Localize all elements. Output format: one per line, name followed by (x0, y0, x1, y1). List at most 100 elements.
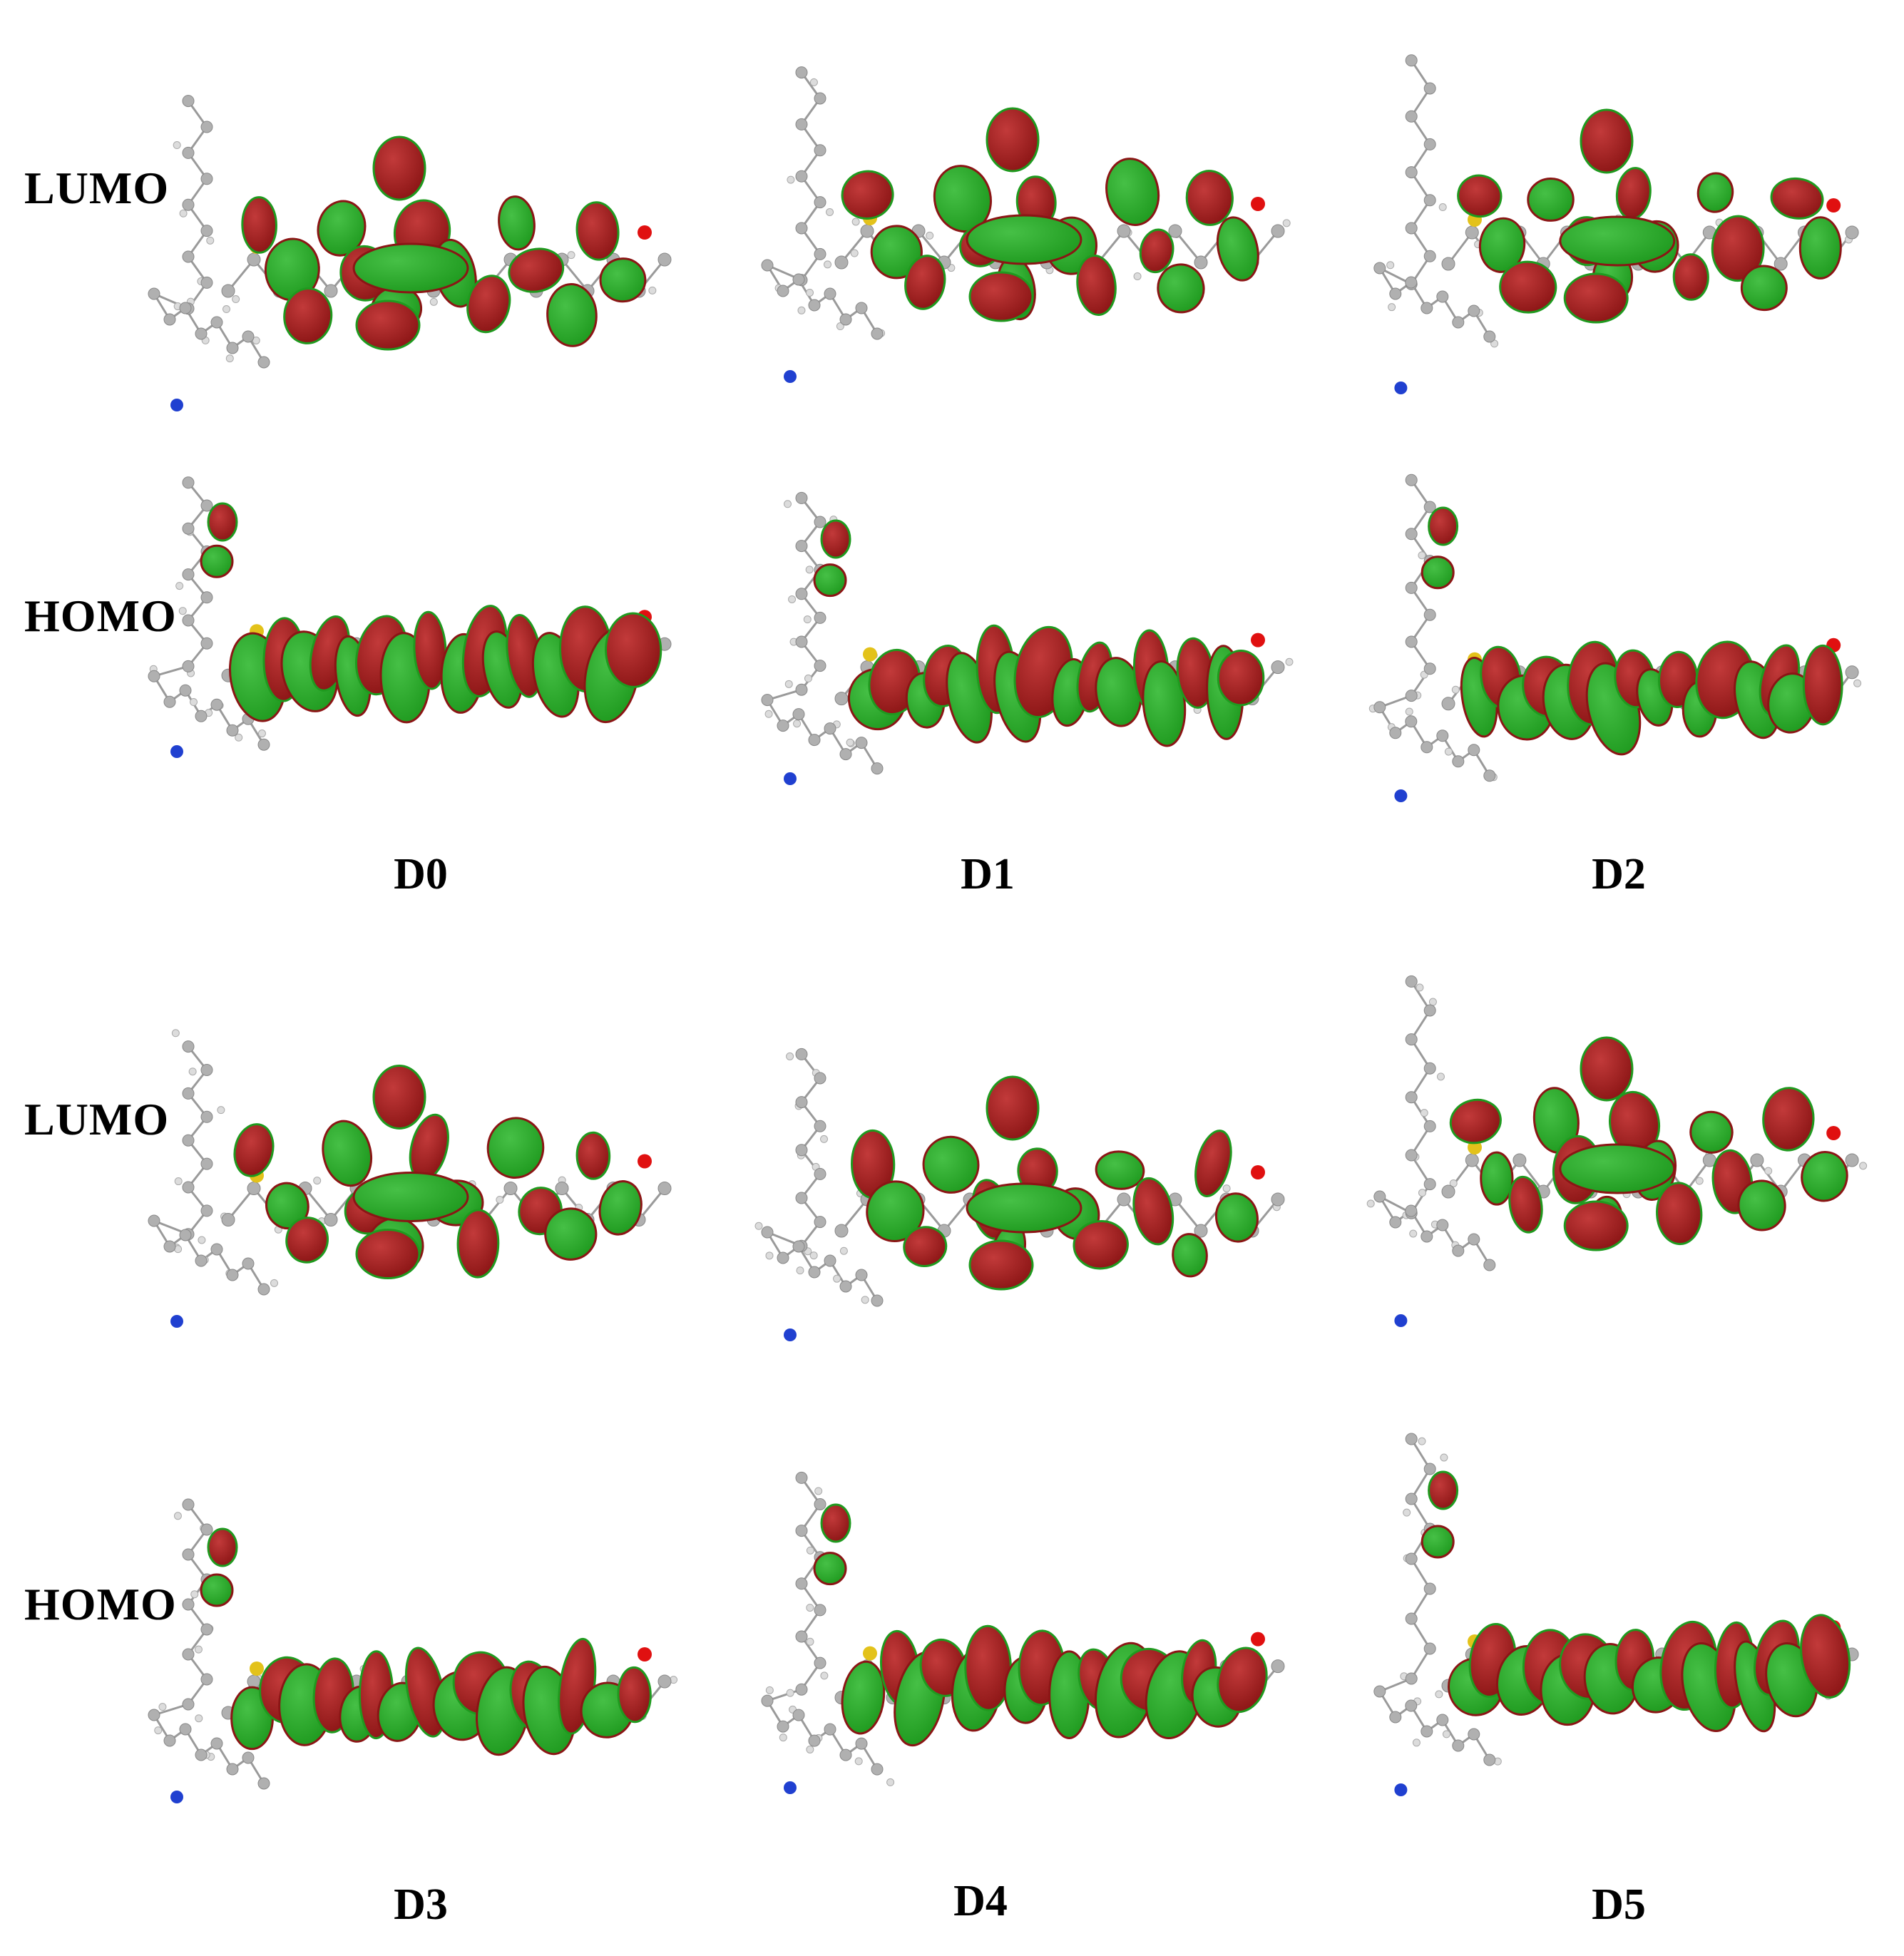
carbon-atom (795, 118, 808, 130)
negative-lobe (1559, 1143, 1676, 1194)
hydrogen-atom (1435, 1690, 1443, 1699)
carbon-atom (182, 1598, 195, 1611)
positive-lobe (456, 1209, 500, 1279)
oxygen-atom (1826, 198, 1841, 213)
positive-lobe (986, 1075, 1040, 1141)
carbon-atom (1452, 755, 1465, 768)
carbon-atom (1421, 1230, 1433, 1243)
carbon-atom (1405, 1091, 1418, 1104)
carbon-atom (839, 1280, 852, 1293)
hydrogen-atom (806, 1604, 814, 1612)
positive-lobe (1672, 253, 1709, 301)
hydrogen-atom (178, 607, 187, 615)
row-label-homo-top: HOMO (24, 590, 177, 641)
oxygen-atom (1251, 633, 1265, 647)
oxygen-atom (1251, 1165, 1265, 1179)
negative-lobe (1801, 1151, 1848, 1202)
carbon-atom (182, 198, 195, 211)
negative-lobe (1216, 216, 1259, 282)
carbon-atom (555, 1182, 569, 1195)
carbon-atom (1845, 1153, 1859, 1167)
carbon-atom (1271, 1659, 1285, 1674)
carbon-atom (814, 1167, 826, 1180)
hydrogen-atom (820, 1135, 829, 1143)
negative-lobe (200, 1573, 234, 1607)
negative-lobe (1527, 178, 1575, 222)
carbon-atom (163, 313, 176, 326)
carbon-atom (179, 1723, 192, 1736)
positive-lobe (1132, 1177, 1174, 1246)
negative-lobe (1696, 172, 1734, 213)
orbital-d0-lumo (148, 95, 672, 411)
carbon-atom (1468, 304, 1480, 317)
hydrogen-atom (804, 674, 812, 682)
positive-lobe (1194, 1130, 1232, 1197)
carbon-atom (814, 196, 826, 209)
carbon-atom (814, 611, 826, 624)
carbon-atom (808, 1734, 821, 1747)
positive-lobe (1449, 1098, 1502, 1145)
negative-lobe (1689, 1110, 1734, 1154)
carbon-atom (200, 637, 213, 650)
positive-lobe (1802, 644, 1843, 726)
hydrogen-atom (784, 680, 793, 688)
positive-lobe (1580, 108, 1634, 174)
carbon-atom (148, 1709, 160, 1721)
hydrogen-atom (765, 1251, 774, 1260)
carbon-atom (814, 247, 826, 260)
carbon-atom (1405, 1672, 1418, 1685)
carbon-atom (163, 1240, 176, 1253)
carbon-atom (182, 1648, 195, 1661)
hydrogen-atom (179, 209, 188, 217)
hydrogen-atom (1418, 551, 1426, 560)
carbon-atom (1436, 729, 1449, 742)
carbon-atom (814, 1604, 826, 1617)
positive-lobe (233, 1123, 275, 1177)
orbital-d3-homo (148, 1498, 678, 1803)
carbon-atom (182, 146, 195, 159)
carbon-atom (795, 635, 808, 648)
hydrogen-atom (174, 1177, 183, 1186)
carbon-atom (182, 660, 195, 672)
carbon-atom (324, 284, 338, 298)
nitrogen-atom (784, 370, 797, 383)
negative-lobe (352, 242, 469, 294)
positive-lobe (1073, 1219, 1129, 1270)
carbon-atom (1845, 225, 1859, 240)
carbon-atom (210, 1243, 223, 1256)
carbon-atom (200, 1673, 213, 1686)
hydrogen-atom (809, 78, 818, 86)
carbon-atom (221, 1213, 235, 1227)
hydrogen-atom (1412, 1739, 1421, 1747)
carbon-atom (182, 476, 195, 489)
carbon-atom (792, 1709, 805, 1721)
hydrogen-atom (1418, 1437, 1426, 1445)
carbon-atom (182, 1040, 195, 1053)
carbon-atom (814, 516, 826, 528)
carbon-atom (1750, 1153, 1764, 1167)
hydrogen-atom (257, 729, 266, 738)
carbon-atom (195, 327, 208, 340)
carbon-atom (210, 316, 223, 329)
orbital-d3-lumo (148, 1029, 672, 1328)
carbon-atom (795, 540, 808, 553)
hydrogen-atom (1386, 261, 1395, 270)
carbon-atom (257, 738, 270, 751)
negative-lobe (322, 1120, 372, 1187)
negative-lobe (813, 563, 847, 598)
carbon-atom (1194, 255, 1208, 270)
positive-lobe (575, 1131, 611, 1180)
carbon-atom (795, 1630, 808, 1643)
hydrogen-atom (232, 295, 240, 304)
negative-lobe (1421, 555, 1455, 590)
carbon-atom (795, 1683, 808, 1696)
hydrogen-atom (1444, 747, 1453, 756)
positive-lobe (1770, 177, 1824, 220)
carbon-atom (808, 1266, 821, 1279)
sulfur-atom (863, 647, 877, 662)
hydrogen-atom (805, 565, 814, 574)
positive-lobe (617, 1666, 652, 1724)
hydrogen-atom (779, 1734, 787, 1742)
hydrogen-atom (786, 1052, 794, 1060)
hydrogen-atom (190, 1590, 199, 1599)
